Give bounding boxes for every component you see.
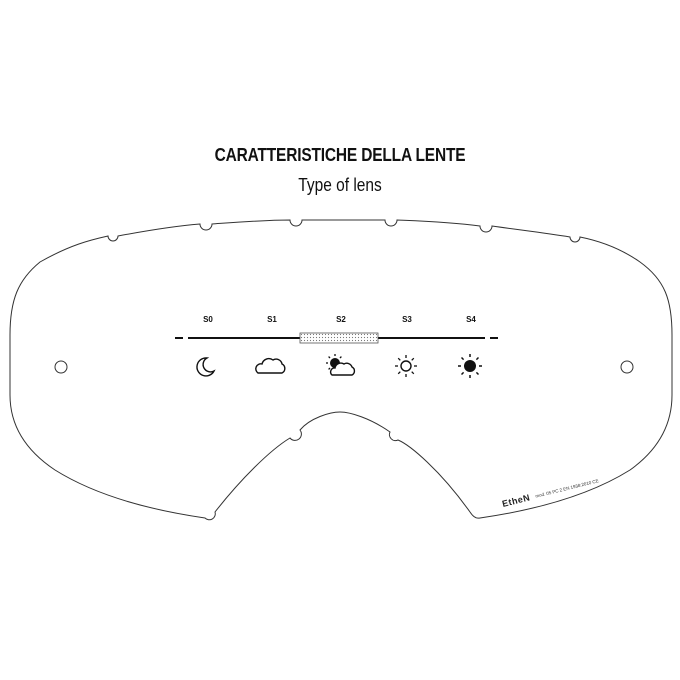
sun-outline-icon [395, 355, 417, 377]
sun-behind-cloud-icon [326, 354, 356, 376]
right-mount-hole [620, 360, 634, 374]
page-title: CARATTERISTICHE DELLA LENTE [214, 145, 466, 165]
scale-label-s3: S3 [402, 315, 412, 324]
brand-logo: EtheN [501, 492, 531, 509]
cloud-icon [255, 357, 286, 374]
selected-segment-s2 [299, 332, 379, 344]
scale-label-s4: S4 [466, 315, 476, 324]
left-mount-hole [54, 360, 68, 374]
scale-label-s2: S2 [336, 315, 346, 324]
certification-text: mod. 05 PC 2 EN 1938:2010 CE [535, 478, 599, 499]
scale-label-s1: S1 [267, 315, 277, 324]
lens-outline [9, 219, 673, 521]
sun-filled-icon [458, 354, 482, 378]
moon-icon [196, 357, 216, 377]
scale-label-s0: S0 [203, 315, 213, 324]
page-subtitle: Type of lens [298, 175, 382, 195]
